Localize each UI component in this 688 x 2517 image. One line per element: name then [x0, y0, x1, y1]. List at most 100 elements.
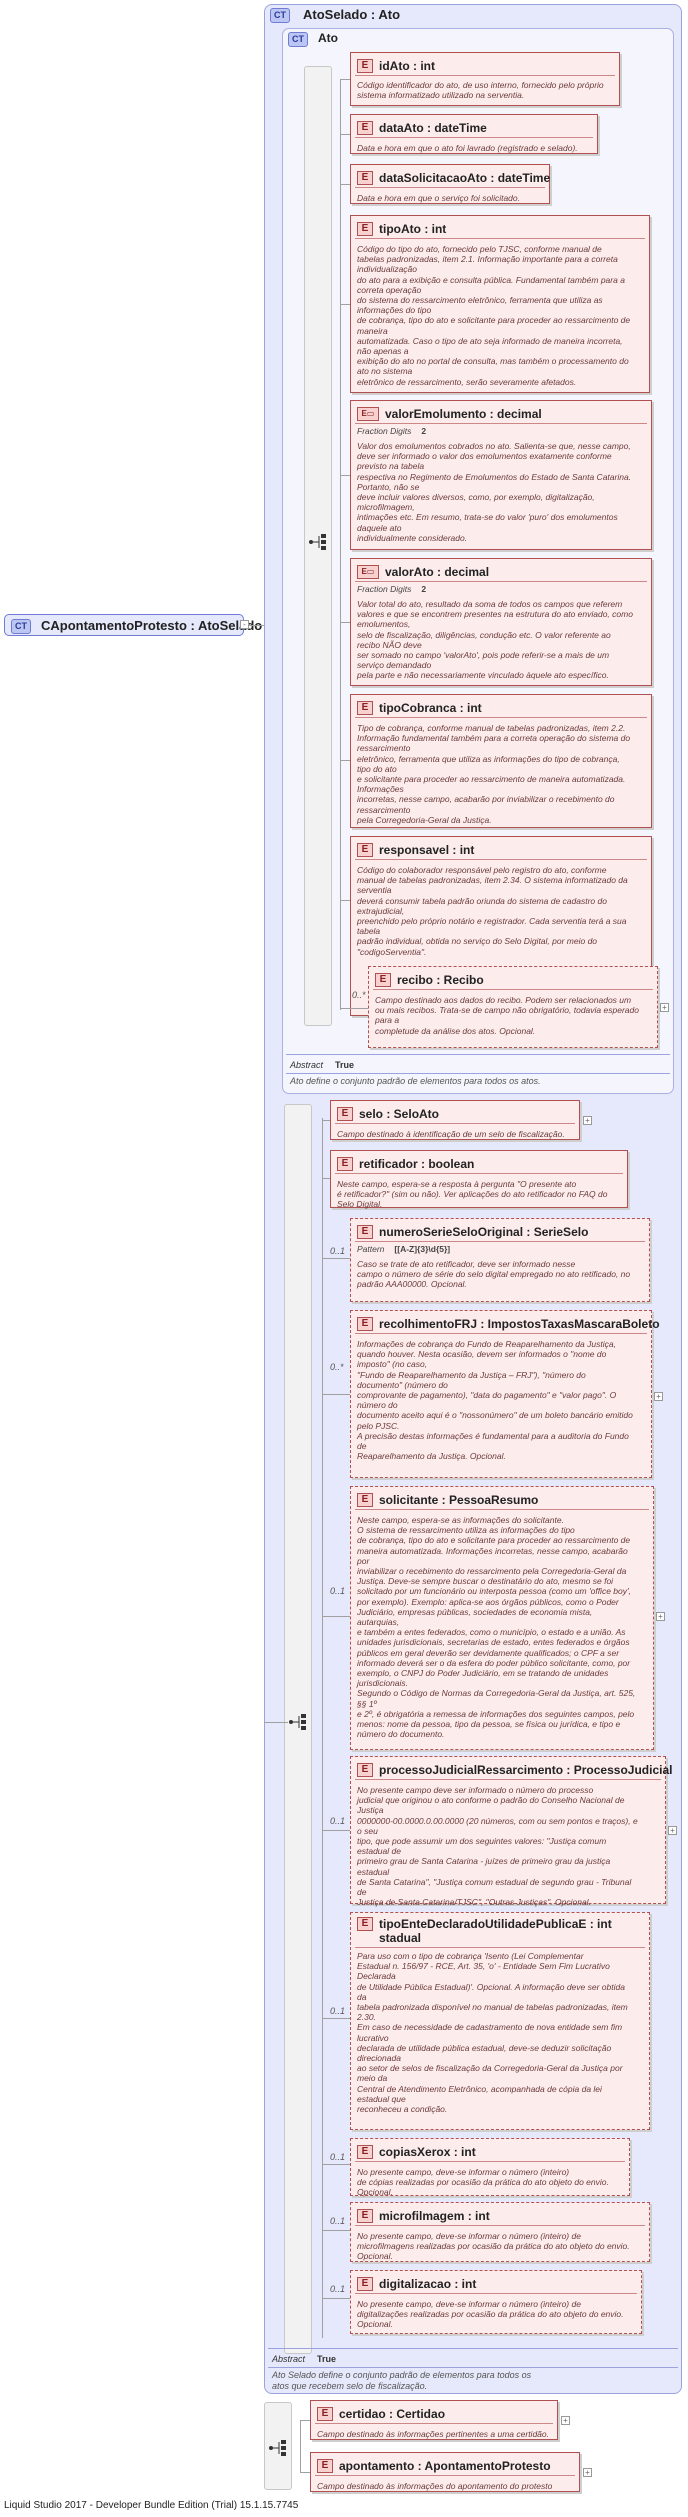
cardinality: 0..*: [352, 990, 366, 1000]
element-icon: E: [357, 170, 373, 185]
facet-value: [[A-Z]{3}\d{5}]: [394, 1244, 451, 1254]
connector: [340, 622, 350, 623]
element-icon: E: [357, 1762, 373, 1777]
element-icon: E: [375, 972, 391, 987]
element-icon: E: [357, 842, 373, 857]
connector: [322, 2018, 350, 2019]
element-name: tipoCobranca : int: [379, 700, 482, 715]
element-name: apontamento : ApontamentoProtesto: [339, 2458, 551, 2473]
ato-spine: [340, 80, 341, 1010]
collapse-toggle[interactable]: -: [240, 620, 249, 629]
element-description: No presente campo, deve-se informar o nú…: [357, 2167, 609, 2198]
connector: [322, 1616, 350, 1617]
divider: [286, 1073, 670, 1074]
connector: [322, 1178, 330, 1179]
element-icon: E: [357, 1492, 373, 1507]
ato-description: Ato define o conjunto padrão de elemento…: [290, 1076, 541, 1086]
facet-label: Fraction Digits: [357, 584, 412, 594]
element-icon: E: [357, 700, 373, 715]
element-name: recolhimentoFRJ : ImpostosTaxasMascaraBo…: [379, 1316, 660, 1331]
element-name: idAto : int: [379, 58, 435, 73]
cardinality: 0..1: [330, 1586, 346, 1596]
element-description: Informações de cobrança do Fundo de Reap…: [357, 1339, 633, 1462]
element-valorEmolumento[interactable]: E▭valorEmolumento : decimal Fraction Dig…: [350, 400, 652, 550]
connector: [300, 2420, 310, 2421]
element-icon: E: [357, 1316, 373, 1331]
element-name: recibo : Recibo: [397, 972, 484, 987]
ato-sequence-bar: [304, 66, 332, 1026]
element-icon: E: [357, 58, 373, 73]
abstract-label: Abstract: [290, 1060, 324, 1070]
expand-toggle[interactable]: +: [654, 1392, 663, 1401]
element-name: certidao : Certidao: [339, 2406, 446, 2421]
element-description: Campo destinado à identificação de um se…: [337, 1129, 565, 1139]
element-name: microfilmagem : int: [379, 2208, 490, 2223]
facet-value: 2: [421, 584, 427, 594]
element-description: Campo destinado aos dados do recibo. Pod…: [375, 995, 639, 1036]
element-icon: E▭: [357, 564, 379, 579]
expand-toggle[interactable]: +: [656, 1612, 665, 1621]
expand-toggle[interactable]: +: [561, 2416, 570, 2425]
abstract-value: True: [335, 1060, 355, 1070]
element-name: dataAto : dateTime: [379, 120, 487, 135]
facet-value: 2: [421, 426, 427, 436]
element-description: Valor total do ato, resultado da soma de…: [357, 599, 633, 681]
connector: [322, 1830, 350, 1831]
ato-abstract: Abstract True: [290, 1060, 354, 1070]
element-description: Data e hora em que o ato foi lavrado (re…: [357, 143, 578, 153]
connector: [322, 2230, 350, 2231]
expand-toggle[interactable]: +: [583, 2468, 592, 2477]
sequence-icon: [308, 532, 330, 552]
expand-toggle[interactable]: +: [660, 1003, 669, 1012]
footer-credit: Liquid Studio 2017 - Developer Bundle Ed…: [4, 2500, 299, 2511]
expand-toggle[interactable]: +: [668, 1826, 677, 1835]
cardinality: 0..1: [330, 1246, 346, 1256]
complex-type-icon: CT: [11, 619, 31, 634]
connector: [340, 760, 350, 761]
abstract-label: Abstract: [272, 2354, 306, 2364]
facet-label: Pattern: [357, 1244, 385, 1254]
element-name: tipoAto : int: [379, 221, 447, 236]
element-icon: E: [357, 2208, 373, 2223]
expand-toggle[interactable]: +: [583, 1116, 592, 1125]
element-name: numeroSerieSeloOriginal : SerieSelo: [379, 1224, 589, 1239]
connector: [322, 1258, 350, 1259]
element-icon: E: [357, 120, 373, 135]
element-icon: E: [317, 2458, 333, 2473]
divider: [268, 2367, 678, 2368]
divider: [268, 2348, 678, 2349]
connector: [322, 2164, 350, 2165]
cardinality: 0..1: [330, 2216, 346, 2226]
element-icon: E: [357, 2144, 373, 2159]
divider: [286, 1054, 670, 1055]
element-description: No presente campo, deve-se informar o nú…: [357, 2299, 624, 2330]
connector: [340, 184, 350, 185]
element-name-continued: stadual: [379, 1931, 422, 1945]
element-name: tipoEnteDeclaradoUtilidadePublicaE : int: [379, 1917, 612, 1931]
element-name: responsavel : int: [379, 842, 475, 857]
element-icon: E: [337, 1106, 353, 1121]
root-type-node[interactable]: CT CApontamentoProtesto : AtoSelado: [4, 614, 262, 636]
sequence-icon: [268, 2438, 290, 2458]
element-icon: E: [357, 1224, 373, 1239]
